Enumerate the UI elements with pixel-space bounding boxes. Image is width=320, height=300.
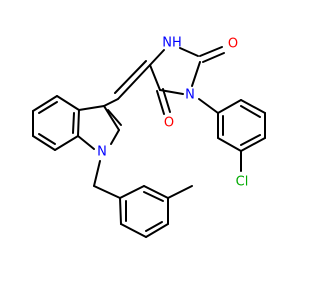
structure-canvas: NH O N O N Cl bbox=[32, 36, 266, 238]
bond-a2-a3-double bbox=[240, 105, 261, 118]
benzyl-linker-bonds bbox=[93, 160, 121, 199]
bond-c3-c2-double bbox=[107, 109, 122, 126]
bond-a5-a6 bbox=[217, 137, 242, 152]
indole-pyrrole-bonds bbox=[77, 105, 122, 150]
indole-benzene-bonds bbox=[32, 95, 80, 151]
methylbenzyl-ring-bonds bbox=[119, 185, 193, 238]
atom-label-o-lower: O bbox=[164, 116, 174, 131]
methylidene-bonds bbox=[103, 60, 151, 107]
hydantoin-ring-bonds bbox=[149, 47, 201, 95]
bond-b5-b6 bbox=[120, 223, 147, 238]
bond-c2-n1 bbox=[110, 129, 120, 145]
bond-a4-a5-double bbox=[240, 134, 261, 146]
atom-label-cl: Cl bbox=[236, 175, 249, 190]
bond-c7a-c3a bbox=[77, 109, 80, 137]
atom-label-n-imide: N bbox=[185, 88, 195, 103]
bond-n1-ch2 bbox=[93, 160, 101, 187]
bond-c2-o-a bbox=[199, 46, 223, 57]
atom-label-nh: NH bbox=[162, 36, 182, 51]
bond-c4-c5 bbox=[32, 95, 58, 112]
bond-nh-c2 bbox=[179, 47, 199, 57]
bond-c2-o-b bbox=[202, 52, 225, 63]
bond-a2-a3 bbox=[240, 99, 266, 114]
bond-c7-c7a bbox=[54, 135, 79, 151]
bond-c6-c7-double bbox=[38, 133, 56, 145]
bond-ch-indole-c3 bbox=[103, 98, 119, 107]
bond-c6-c7 bbox=[32, 135, 56, 151]
bond-methyl bbox=[167, 185, 193, 199]
bond-a1-a2 bbox=[217, 99, 242, 114]
chlorophenyl-ring-bonds bbox=[198, 98, 266, 172]
bond-b2-b3 bbox=[143, 185, 169, 199]
carbonyl-bonds bbox=[156, 46, 225, 115]
bond-c3-c2 bbox=[103, 105, 120, 131]
bond-a4-a5 bbox=[240, 137, 266, 152]
bond-b2-b3-double bbox=[143, 191, 164, 202]
bond-ch2-ring bbox=[93, 185, 121, 199]
bond-c4-c5-double bbox=[38, 101, 58, 114]
bond-c3a-c3 bbox=[78, 105, 105, 111]
bond-b1-b2 bbox=[119, 185, 145, 199]
bond-c5-ch-double bbox=[114, 60, 147, 94]
bond-c5-ch bbox=[117, 64, 151, 100]
bond-c4-c5 bbox=[149, 64, 161, 91]
bond-c4-o-b bbox=[162, 88, 171, 113]
bond-c2-n3 bbox=[191, 61, 201, 87]
atom-label-o-top: O bbox=[228, 37, 238, 52]
bond-c3a-c4 bbox=[56, 95, 80, 111]
bond-c3a-c7a-double bbox=[72, 112, 75, 134]
molecule-diagram: NH O N O N Cl bbox=[32, 36, 266, 238]
atom-label-n-indole: N bbox=[97, 145, 107, 160]
bond-c4-o-a bbox=[156, 90, 165, 115]
bond-n3-ar bbox=[198, 98, 219, 114]
atom-labels: NH O N O N Cl bbox=[97, 36, 248, 190]
bond-b6-b1 bbox=[119, 197, 122, 225]
bond-n1-c7a bbox=[77, 135, 95, 150]
bond-b4-b5-double bbox=[145, 221, 163, 232]
bond-b4-b5 bbox=[145, 223, 169, 238]
bond-c5-nh bbox=[149, 49, 165, 66]
